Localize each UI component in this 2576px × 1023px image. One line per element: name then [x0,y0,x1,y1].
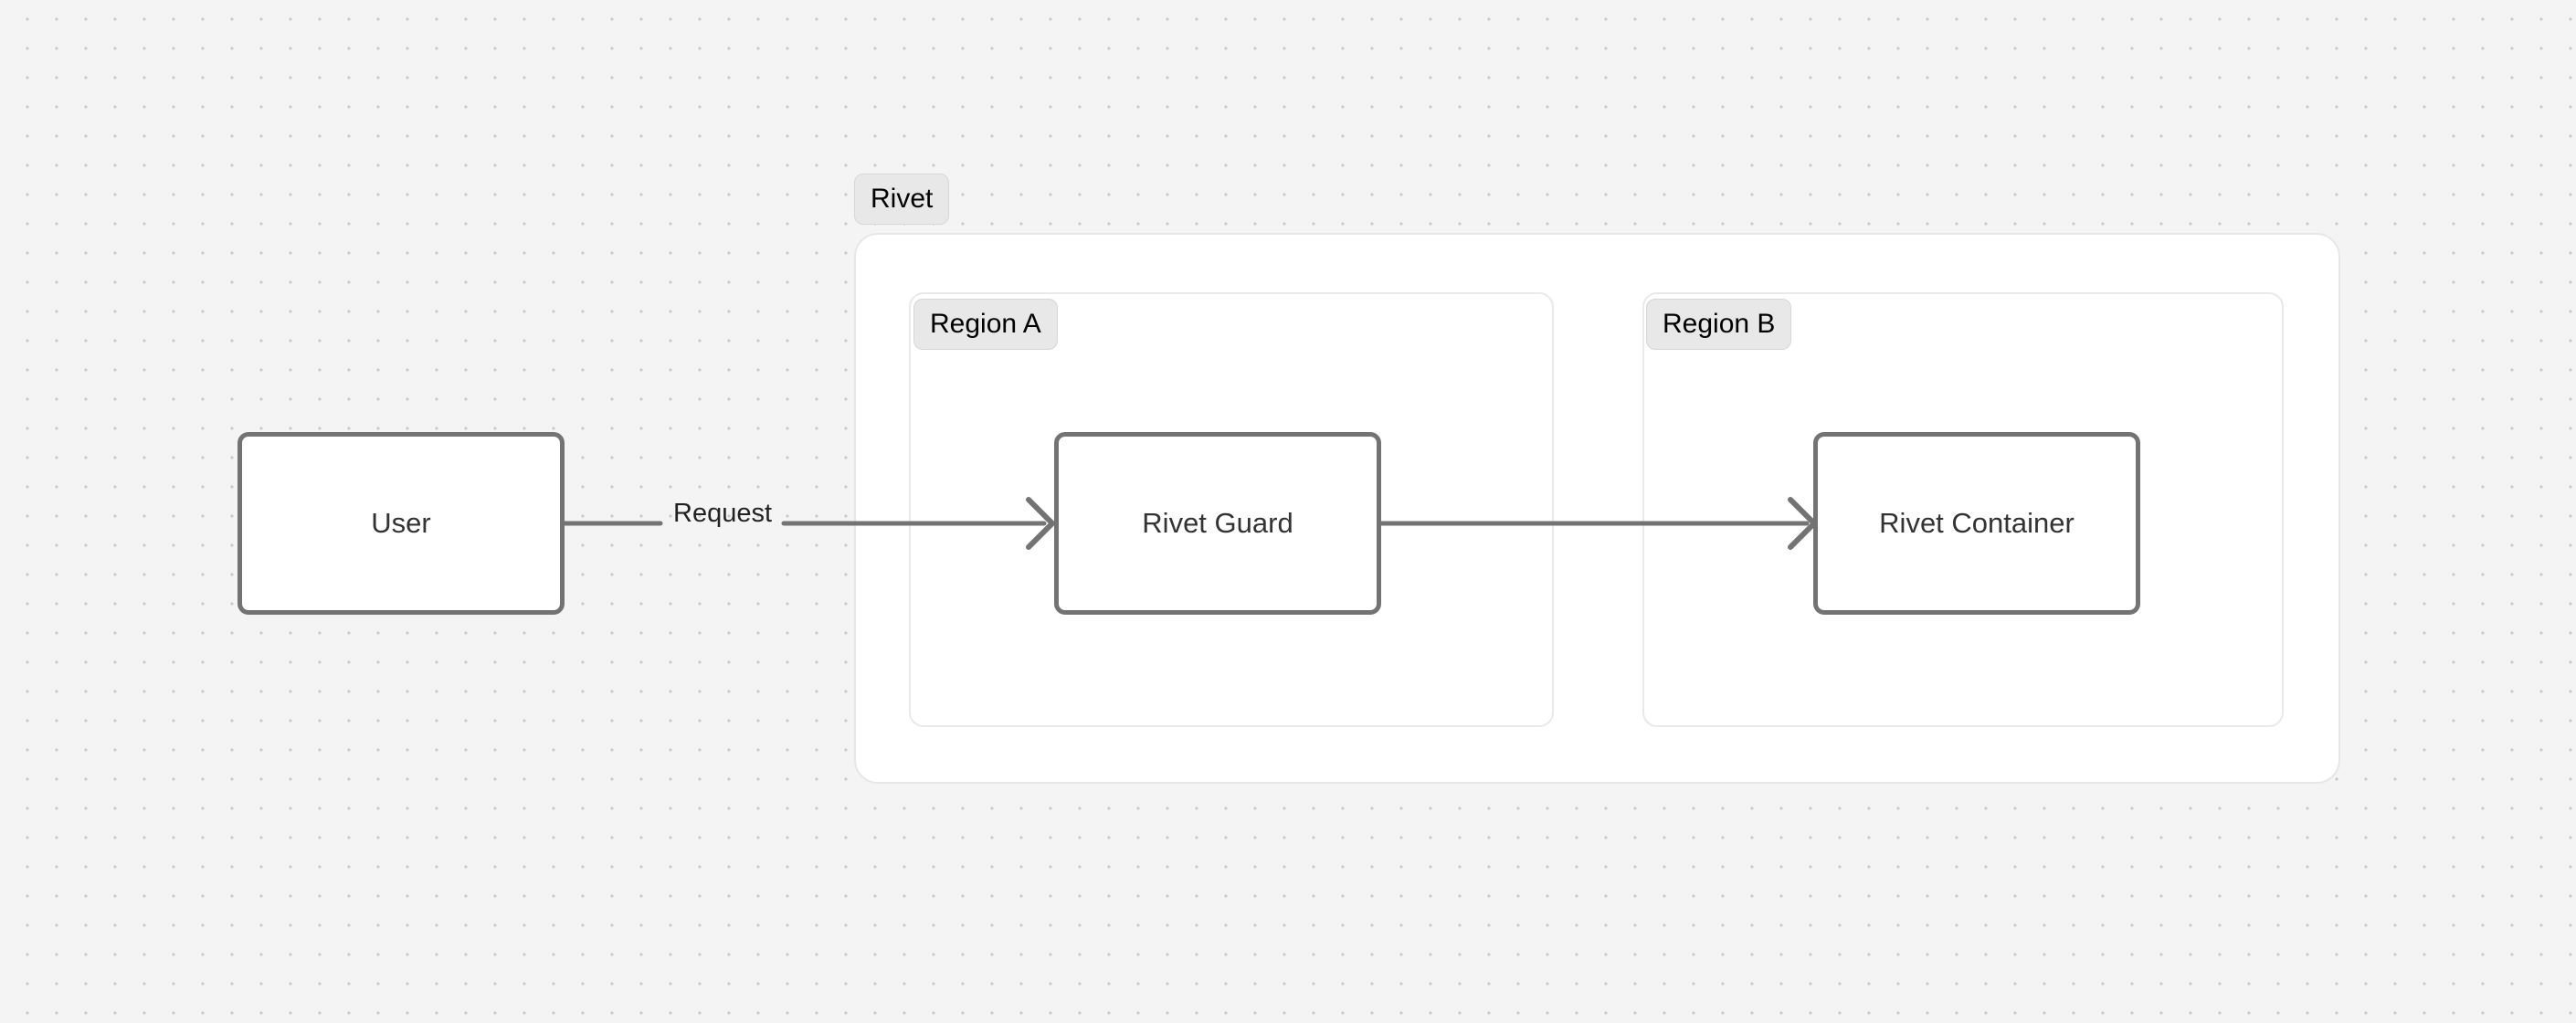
group-label-region-a[interactable]: Region A [913,299,1058,350]
group-label-rivet[interactable]: Rivet [854,174,950,225]
edge-label-request: Request [673,499,773,528]
node-rivet-guard[interactable]: Rivet Guard [1054,432,1381,615]
node-rivet-guard-label: Rivet Guard [1142,507,1293,539]
node-rivet-container[interactable]: Rivet Container [1813,432,2140,615]
node-user-label: User [371,507,431,539]
node-user[interactable]: User [238,432,565,615]
group-label-region-b[interactable]: Region B [1646,299,1792,350]
node-rivet-container-label: Rivet Container [1879,507,2075,539]
